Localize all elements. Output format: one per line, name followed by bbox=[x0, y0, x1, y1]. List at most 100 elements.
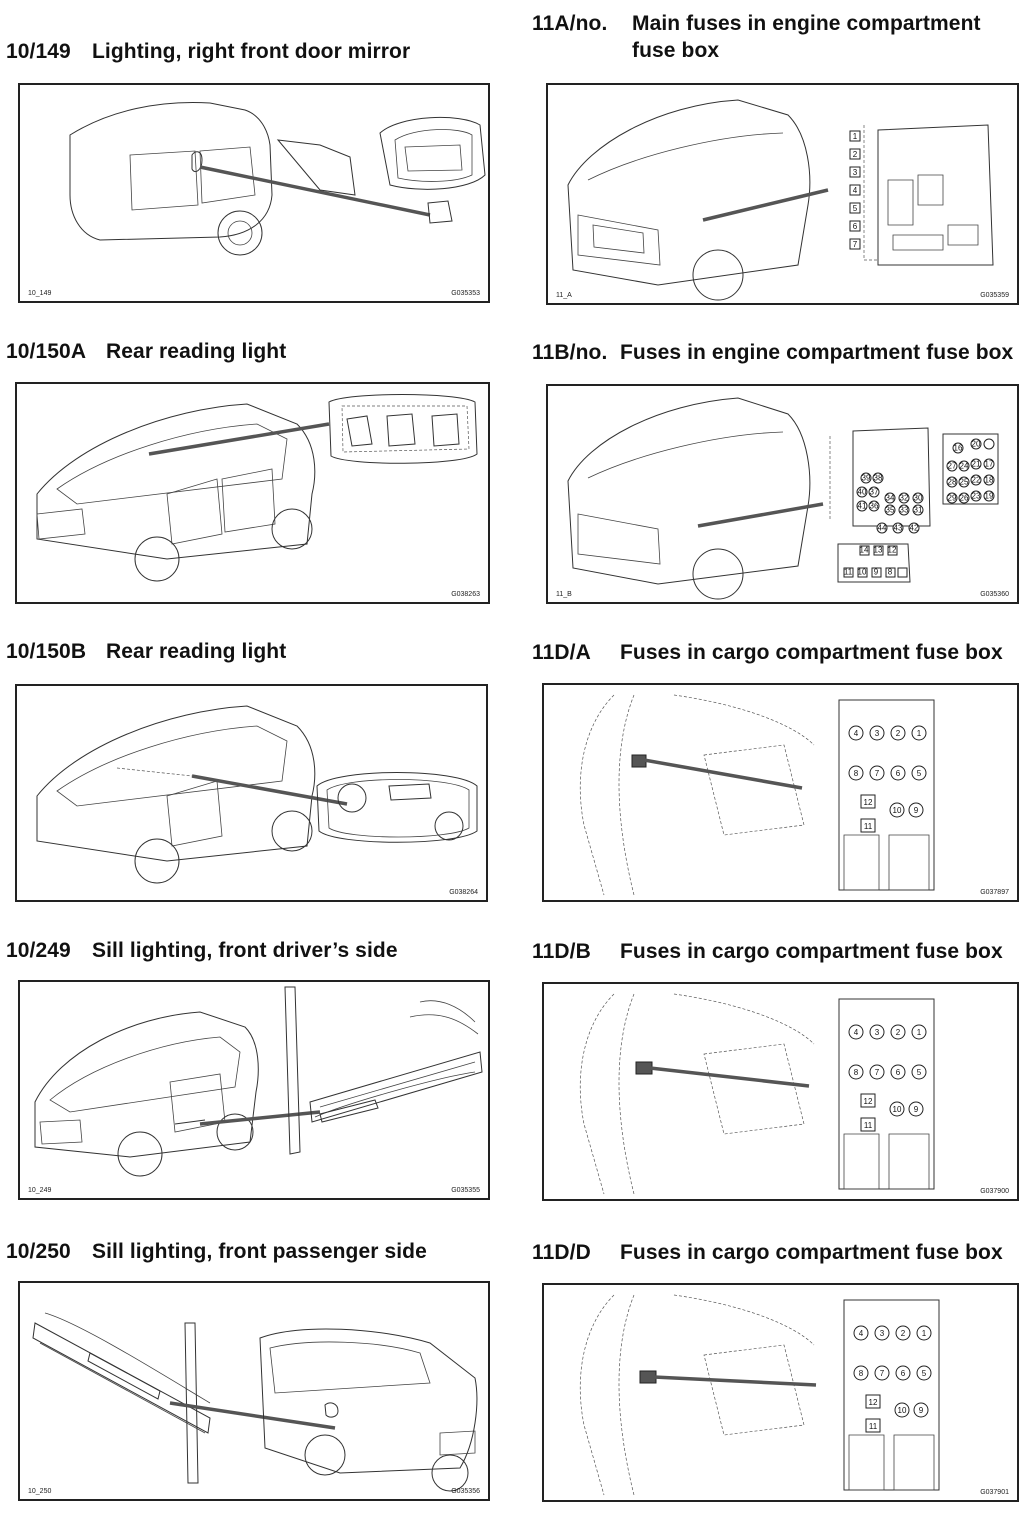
fuse-number-label: 7 bbox=[880, 1369, 885, 1378]
item-heading: Fuses in cargo compartment fuse box bbox=[620, 940, 1003, 963]
illustration-rear-reading-light-b: G038264 bbox=[15, 684, 488, 902]
figure-ref-right: G037897 bbox=[980, 889, 1009, 896]
item-code: 10/150A bbox=[6, 340, 87, 363]
figure-ref-left: 11_A bbox=[556, 292, 572, 299]
fuse-number-label: 1 bbox=[917, 729, 922, 738]
fuse-number-label: 10 bbox=[858, 568, 867, 577]
fuse-number-label: 4 bbox=[853, 186, 858, 195]
fuse-number-label: 2 bbox=[901, 1329, 906, 1338]
fuse-slot bbox=[895, 1365, 911, 1381]
fuse-number-label: 30 bbox=[914, 494, 923, 503]
item-heading: Fuses in cargo compartment fuse box bbox=[620, 1241, 1003, 1264]
illustration-sill-passenger: 10_250 G035356 bbox=[18, 1281, 490, 1501]
fuse-number-label: 12 bbox=[869, 1398, 878, 1407]
figure-ref-right: G035360 bbox=[980, 591, 1009, 598]
fuse-number-label: 7 bbox=[875, 769, 880, 778]
fuse-number-label: 10 bbox=[893, 1105, 902, 1114]
item-heading: Rear reading light bbox=[106, 640, 287, 663]
fuse-number-label: 6 bbox=[896, 769, 901, 778]
fuse-number-label: 32 bbox=[900, 494, 909, 503]
fuse-number-label: 3 bbox=[880, 1329, 885, 1338]
item-heading-line2: fuse box bbox=[632, 39, 720, 62]
fuse-number-label: 27 bbox=[948, 462, 957, 471]
door-mirror-drawing bbox=[69, 102, 486, 256]
fuse-number-label: 3 bbox=[875, 1028, 880, 1037]
fuse-number-label: 9 bbox=[874, 568, 879, 577]
fuse-slot bbox=[889, 802, 905, 818]
fuse-number-label: 21 bbox=[972, 460, 981, 469]
figure-ref-right: G037901 bbox=[980, 1489, 1009, 1496]
item-code: 11D/A bbox=[532, 641, 591, 664]
fuse-number-label: 38 bbox=[874, 474, 883, 483]
figure-ref-right: G035359 bbox=[980, 292, 1009, 299]
fuse-grid-main bbox=[856, 472, 924, 534]
fuse-number-label: 14 bbox=[860, 546, 869, 555]
fuse-number-label: 29 bbox=[948, 494, 957, 503]
illustration-sill-driver: 10_249 G035355 bbox=[18, 980, 490, 1200]
fuse-number-label: 5 bbox=[917, 1068, 922, 1077]
fuse-grid-secondary bbox=[946, 438, 995, 504]
fuse-number-label: 7 bbox=[853, 240, 858, 249]
fuse-slot bbox=[890, 1024, 906, 1040]
fuse-slot bbox=[890, 725, 906, 741]
fuse-number-label: 8 bbox=[859, 1369, 864, 1378]
item-heading: Sill lighting, front driver’s side bbox=[92, 939, 398, 962]
item-title-10-150b: 10/150B Rear reading light bbox=[6, 640, 286, 664]
fuse-box-cargo-d bbox=[843, 1299, 940, 1491]
fuse-slot bbox=[889, 1101, 905, 1117]
fuse-slot bbox=[869, 765, 885, 781]
fuse-number-label: 1 bbox=[917, 1028, 922, 1037]
rear-reading-light-a-drawing bbox=[36, 394, 478, 582]
figure-ref-right: G035356 bbox=[451, 1488, 480, 1495]
fuse-number-label: 12 bbox=[888, 546, 897, 555]
fuse-number-label: 24 bbox=[960, 462, 969, 471]
fuse-number-label: 9 bbox=[914, 1105, 919, 1114]
item-code: 10/150B bbox=[6, 640, 87, 663]
fuse-number-label: 5 bbox=[917, 769, 922, 778]
fuse-slot bbox=[865, 1418, 881, 1433]
fuse-slot bbox=[848, 725, 864, 741]
item-heading: Rear reading light bbox=[106, 340, 287, 363]
item-title-11a: 11A/no. Main fuses in engine compartment bbox=[532, 12, 981, 36]
fuse-slot bbox=[890, 1064, 906, 1080]
fuse-number-label: 10 bbox=[893, 806, 902, 815]
fuse-slot bbox=[853, 1325, 869, 1341]
item-code: 11A/no. bbox=[532, 12, 608, 35]
fuse-number-label: 2 bbox=[896, 729, 901, 738]
fuse-slot bbox=[908, 1101, 924, 1117]
item-code: 11D/D bbox=[532, 1241, 591, 1264]
fuse-column bbox=[849, 130, 861, 250]
fuse-number-label: 12 bbox=[864, 1097, 873, 1106]
fuse-slot bbox=[869, 1064, 885, 1080]
item-code: 10/250 bbox=[6, 1240, 71, 1263]
fuse-number-label: 43 bbox=[894, 524, 903, 533]
fuse-number-label: 3 bbox=[853, 168, 858, 177]
fuse-number-label: 20 bbox=[972, 440, 981, 449]
fuse-number-label: 11 bbox=[844, 568, 853, 577]
illustration-door-mirror: 10_149 G035353 bbox=[18, 83, 490, 303]
fuse-number-label: 39 bbox=[862, 474, 871, 483]
fuse-number-label: 10 bbox=[898, 1406, 907, 1415]
fuse-slot bbox=[848, 765, 864, 781]
fuse-slot bbox=[865, 1394, 881, 1409]
fuse-number-label: 42 bbox=[910, 524, 919, 533]
fuse-slot bbox=[860, 818, 876, 833]
fuse-slot bbox=[911, 765, 927, 781]
fuse-slot bbox=[916, 1365, 932, 1381]
illustration-rear-reading-light-a: G038263 bbox=[15, 382, 490, 604]
fuse-slot bbox=[874, 1325, 890, 1341]
fuse-slot bbox=[869, 1024, 885, 1040]
item-heading: Main fuses in engine compartment bbox=[632, 12, 981, 35]
fuse-number-label: 26 bbox=[960, 494, 969, 503]
fuse-number-label: 1 bbox=[922, 1329, 927, 1338]
fuse-number-label: 6 bbox=[901, 1369, 906, 1378]
fuse-slot bbox=[895, 1325, 911, 1341]
fuse-number-label: 37 bbox=[870, 488, 879, 497]
